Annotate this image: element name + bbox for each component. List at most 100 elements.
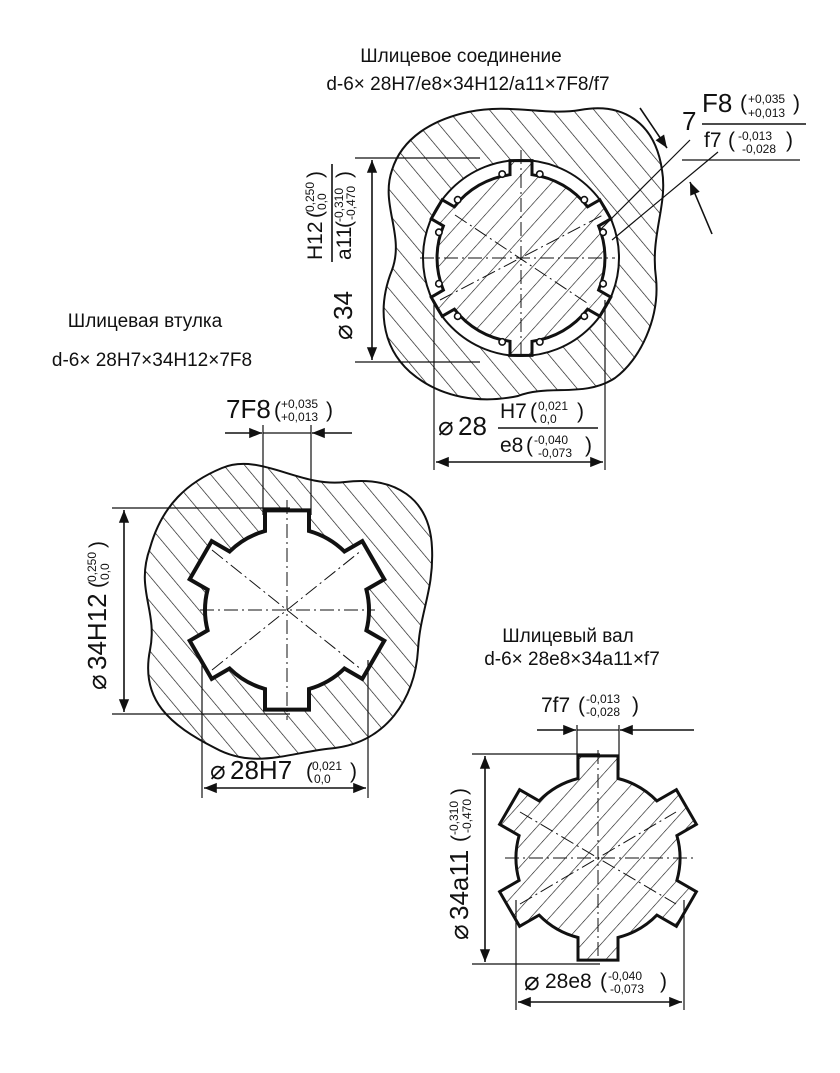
- fillet-mark: [599, 279, 608, 288]
- shaft-width-dev-up: -0,013: [586, 692, 620, 706]
- assembly-dia28-label: ⌀ 28 H7 ( 0,021 0,0 ) e8 ( -0,040 -0,073…: [438, 399, 598, 460]
- assembly-dia28-num-dev-up: 0,021: [538, 399, 568, 413]
- shaft-dia28-dev-lo: -0,073: [610, 982, 644, 996]
- assembly-width-label: 7 F8 ( +0,035 +0,013 ) f7 ( -0,013 -0,02…: [682, 88, 806, 156]
- fillet-mark: [580, 312, 589, 321]
- assembly-dia34-num-dev-lo: 0,0: [315, 193, 329, 210]
- assembly-dia28-num: H7: [500, 400, 527, 423]
- shaft-dia34-dev-lo: -0,470: [460, 799, 474, 833]
- shaft-width-paren: (: [578, 694, 585, 717]
- assembly-dia28-symbol: ⌀: [438, 411, 454, 441]
- assembly-dim7-arrow-2: [689, 181, 713, 235]
- fillet-mark: [498, 337, 507, 346]
- fillet-mark: [535, 170, 544, 179]
- shaft-dia28-dev-up: -0,040: [608, 969, 642, 983]
- bushing-width-label: 7F8 ( +0,035 +0,013 ): [226, 394, 333, 424]
- bushing-dia28-text: 28H7: [230, 755, 292, 785]
- assembly-center-d1: [439, 214, 604, 301]
- bushing-dia28-dev-lo: 0,0: [314, 772, 331, 786]
- assembly-center-d2: [454, 214, 591, 306]
- assembly-dia34-num-paren-r: ): [304, 171, 327, 178]
- assembly-width-den-dev-lo: -0,028: [742, 142, 776, 156]
- shaft-dia34-symbol: ⌀: [444, 924, 474, 940]
- assembly-dia34-nominal: 34: [328, 291, 358, 320]
- assembly-width-num-dev-lo: +0,013: [748, 106, 785, 120]
- shaft-dia28-paren: (: [600, 970, 607, 993]
- fillet-mark: [498, 170, 507, 179]
- bushing-width-paren-r: ): [326, 399, 333, 422]
- assembly-designation: d-6× 28H7/e8×34H12/a11×7F8/f7: [326, 74, 609, 95]
- bushing-width-dev-lo: +0,013: [281, 410, 318, 424]
- shaft-dia28-label: ⌀ 28e8 ( -0,040 -0,073 ): [524, 966, 667, 996]
- fillet-mark: [434, 228, 443, 237]
- bushing-dia34-symbol: ⌀: [82, 674, 112, 690]
- bushing-width-dev-up: +0,035: [281, 397, 318, 411]
- assembly-dia28-nominal: 28: [458, 411, 487, 441]
- assembly-width-den-paren-r: ): [786, 129, 793, 152]
- fillet-mark: [453, 195, 462, 204]
- assembly-width-den-paren: (: [728, 129, 735, 152]
- bushing-view: [112, 425, 434, 798]
- fillet-mark: [599, 228, 608, 237]
- bushing-dia28-paren-r: ): [350, 760, 357, 783]
- assembly-dia28-den-dev-lo: -0,073: [538, 446, 572, 460]
- assembly-dim7-arrow-1: [639, 107, 668, 149]
- bushing-dia34-paren: (: [86, 581, 109, 588]
- assembly-width-num-dev-up: +0,035: [748, 92, 785, 106]
- assembly-dia28-den-dev-up: -0,040: [534, 433, 568, 447]
- shaft-width-label: 7f7 ( -0,013 -0,028 ): [541, 692, 639, 719]
- fillet-mark: [535, 337, 544, 346]
- assembly-dia34-den-dev-up: -0,310: [332, 188, 346, 222]
- bushing-dia34-dev-lo: 0,0: [98, 563, 112, 580]
- assembly-dia34-den: a11: [333, 227, 356, 260]
- fillet-mark: [580, 195, 589, 204]
- bushing-dia28-dev-up: 0,021: [312, 759, 342, 773]
- fillet-mark: [453, 312, 462, 321]
- bushing-dia34-dev-up: 0,250: [85, 552, 99, 582]
- shaft-designation: d-6× 28e8×34a11×f7: [484, 649, 660, 670]
- bushing-dia28-symbol: ⌀: [210, 755, 226, 785]
- shaft-dia28-paren-r: ): [660, 970, 667, 993]
- bushing-designation: d-6× 28H7×34H12×7F8: [52, 350, 252, 371]
- assembly-dia34-den-paren-r: ): [333, 171, 356, 178]
- bushing-dia34-text: 34H12: [82, 593, 112, 670]
- assembly-dim7-ext-2: [611, 151, 719, 241]
- assembly-dia34-den-dev-lo: -0,470: [344, 186, 358, 220]
- assembly-dia28-num-paren-r: ): [577, 400, 584, 423]
- shaft-dia34-label: ⌀ 34a11 ( -0,310 -0,470 ): [444, 788, 474, 940]
- assembly-fillet-marks: [434, 170, 608, 346]
- assembly-width-num: F8: [702, 88, 732, 118]
- bushing-dia34-label: ⌀ 34H12 ( 0,250 0,0 ): [82, 541, 112, 690]
- assembly-dia34-symbol: ⌀: [328, 324, 358, 340]
- assembly-dim7-ext-1: [599, 139, 691, 231]
- bushing-dia28-label: ⌀ 28H7 ( 0,021 0,0 ): [210, 755, 357, 786]
- assembly-width-den-dev-up: -0,013: [738, 129, 772, 143]
- assembly-dia34-den-paren: (: [333, 221, 356, 228]
- bushing-width-text: 7F8: [226, 394, 271, 424]
- shaft-dia28-symbol: ⌀: [524, 966, 540, 996]
- bushing-dia34-paren-r: ): [86, 541, 109, 548]
- assembly-dia28-den-paren: (: [526, 434, 533, 457]
- shaft-dia34-text: 34a11: [444, 850, 474, 920]
- assembly-view: [355, 107, 800, 470]
- fillet-mark: [434, 279, 443, 288]
- assembly-dia34-num: H12: [304, 221, 327, 260]
- shaft-dia34-paren-r: ): [448, 788, 471, 795]
- assembly-dia34-num-dev-up: 0,250: [303, 182, 317, 212]
- assembly-dia34-num-paren: (: [304, 211, 327, 218]
- assembly-dia28-num-paren: (: [530, 400, 537, 423]
- shaft-width-dev-lo: -0,028: [586, 705, 620, 719]
- shaft-center-d2: [519, 811, 677, 905]
- assembly-width-num-paren: (: [740, 92, 747, 115]
- shaft-width-text: 7f7: [541, 694, 570, 717]
- assembly-dia34-label: ⌀ 34 H12 ( 0,250 0,0 ) a11 ( -0,310 -0,4…: [303, 164, 358, 340]
- assembly-dia28-den: e8: [500, 434, 523, 457]
- shaft-width-paren-r: ): [632, 694, 639, 717]
- assembly-width-den: f7: [704, 129, 722, 152]
- shaft-title: Шлицевый вал: [502, 626, 634, 647]
- shaft-dia34-dev-up: -0,310: [447, 801, 461, 835]
- bushing-dia28-paren: (: [306, 760, 313, 783]
- bushing-width-paren: (: [274, 399, 281, 422]
